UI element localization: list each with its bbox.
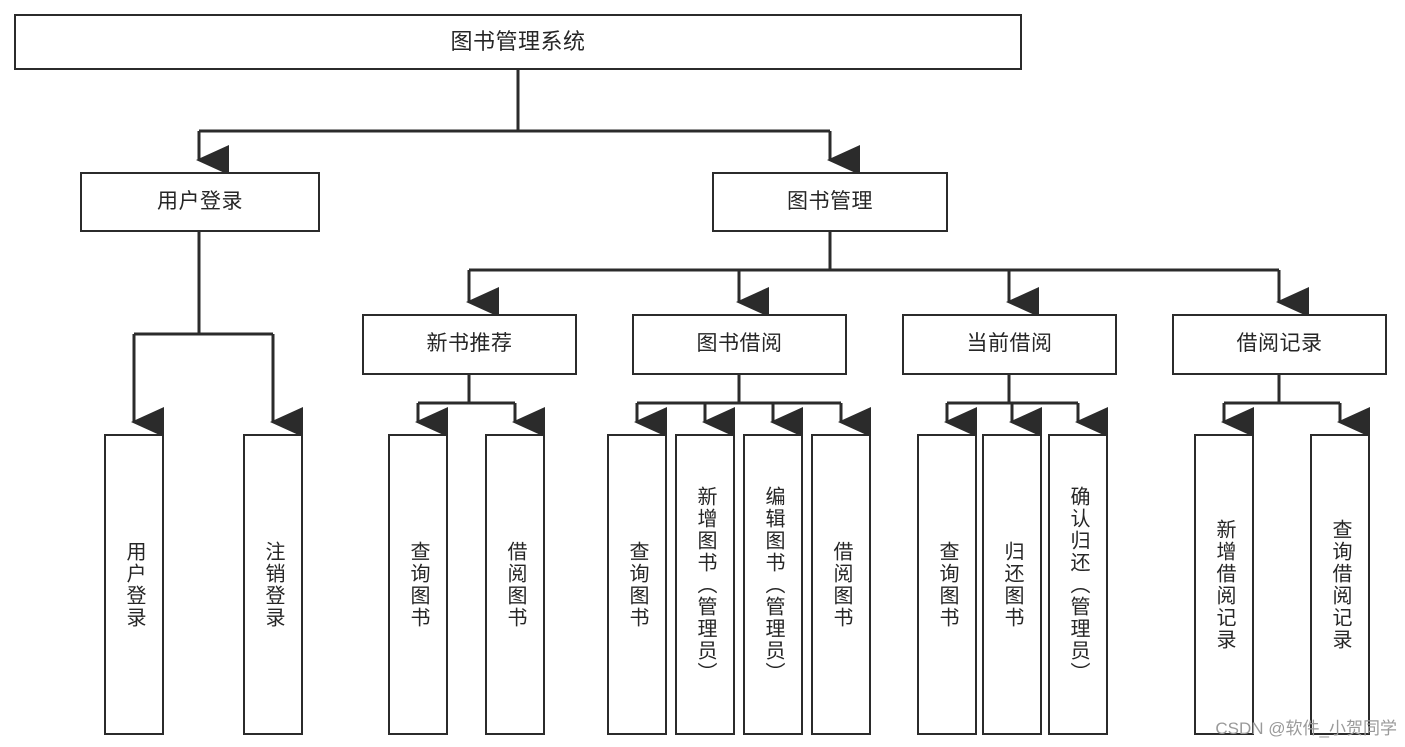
node-label: 借阅图书: [504, 540, 526, 629]
node-user-login[interactable]: 用户登录: [80, 172, 320, 232]
leaf-user-login-login[interactable]: 用户登录: [104, 434, 164, 735]
node-label: 图书借阅: [696, 332, 783, 356]
node-label: 查询借阅记录: [1329, 518, 1351, 651]
leaf-borrow-edit-book[interactable]: 编辑图书（管理员）: [743, 434, 803, 735]
leaf-borrow-borrow-book[interactable]: 借阅图书: [811, 434, 871, 735]
node-label: 注销登录: [262, 540, 284, 629]
leaf-recommend-query-book[interactable]: 查询图书: [388, 434, 448, 735]
node-label: 编辑图书（管理员）: [762, 485, 784, 684]
node-new-book-recommend[interactable]: 新书推荐: [362, 314, 577, 375]
leaf-user-login-logout[interactable]: 注销登录: [243, 434, 303, 735]
node-book-management[interactable]: 图书管理: [712, 172, 948, 232]
node-label: 归还图书: [1001, 540, 1023, 629]
node-label: 新书推荐: [426, 332, 513, 356]
node-book-borrow[interactable]: 图书借阅: [632, 314, 847, 375]
node-label: 借阅图书: [830, 540, 852, 629]
node-label: 图书管理系统: [450, 29, 586, 55]
node-label: 确认归还（管理员）: [1067, 485, 1089, 684]
node-label: 用户登录: [157, 189, 243, 213]
leaf-borrow-add-book[interactable]: 新增图书（管理员）: [675, 434, 735, 735]
node-label: 查询图书: [936, 540, 958, 629]
leaf-borrow-query-book[interactable]: 查询图书: [607, 434, 667, 735]
node-current-borrow[interactable]: 当前借阅: [902, 314, 1117, 375]
node-label: 新增图书（管理员）: [694, 485, 716, 684]
leaf-current-confirm-return[interactable]: 确认归还（管理员）: [1048, 434, 1108, 735]
leaf-record-query-record[interactable]: 查询借阅记录: [1310, 434, 1370, 735]
leaf-record-add-record[interactable]: 新增借阅记录: [1194, 434, 1254, 735]
node-label: 查询图书: [407, 540, 429, 629]
leaf-current-query-book[interactable]: 查询图书: [917, 434, 977, 735]
node-label: 用户登录: [123, 540, 145, 629]
node-borrow-record[interactable]: 借阅记录: [1172, 314, 1387, 375]
node-label: 图书管理: [787, 189, 873, 213]
node-root-system[interactable]: 图书管理系统: [14, 14, 1022, 70]
node-label: 新增借阅记录: [1213, 518, 1235, 651]
leaf-recommend-borrow-book[interactable]: 借阅图书: [485, 434, 545, 735]
node-label: 查询图书: [626, 540, 648, 629]
leaf-current-return-book[interactable]: 归还图书: [982, 434, 1042, 735]
node-label: 当前借阅: [966, 332, 1053, 356]
node-label: 借阅记录: [1236, 332, 1323, 356]
